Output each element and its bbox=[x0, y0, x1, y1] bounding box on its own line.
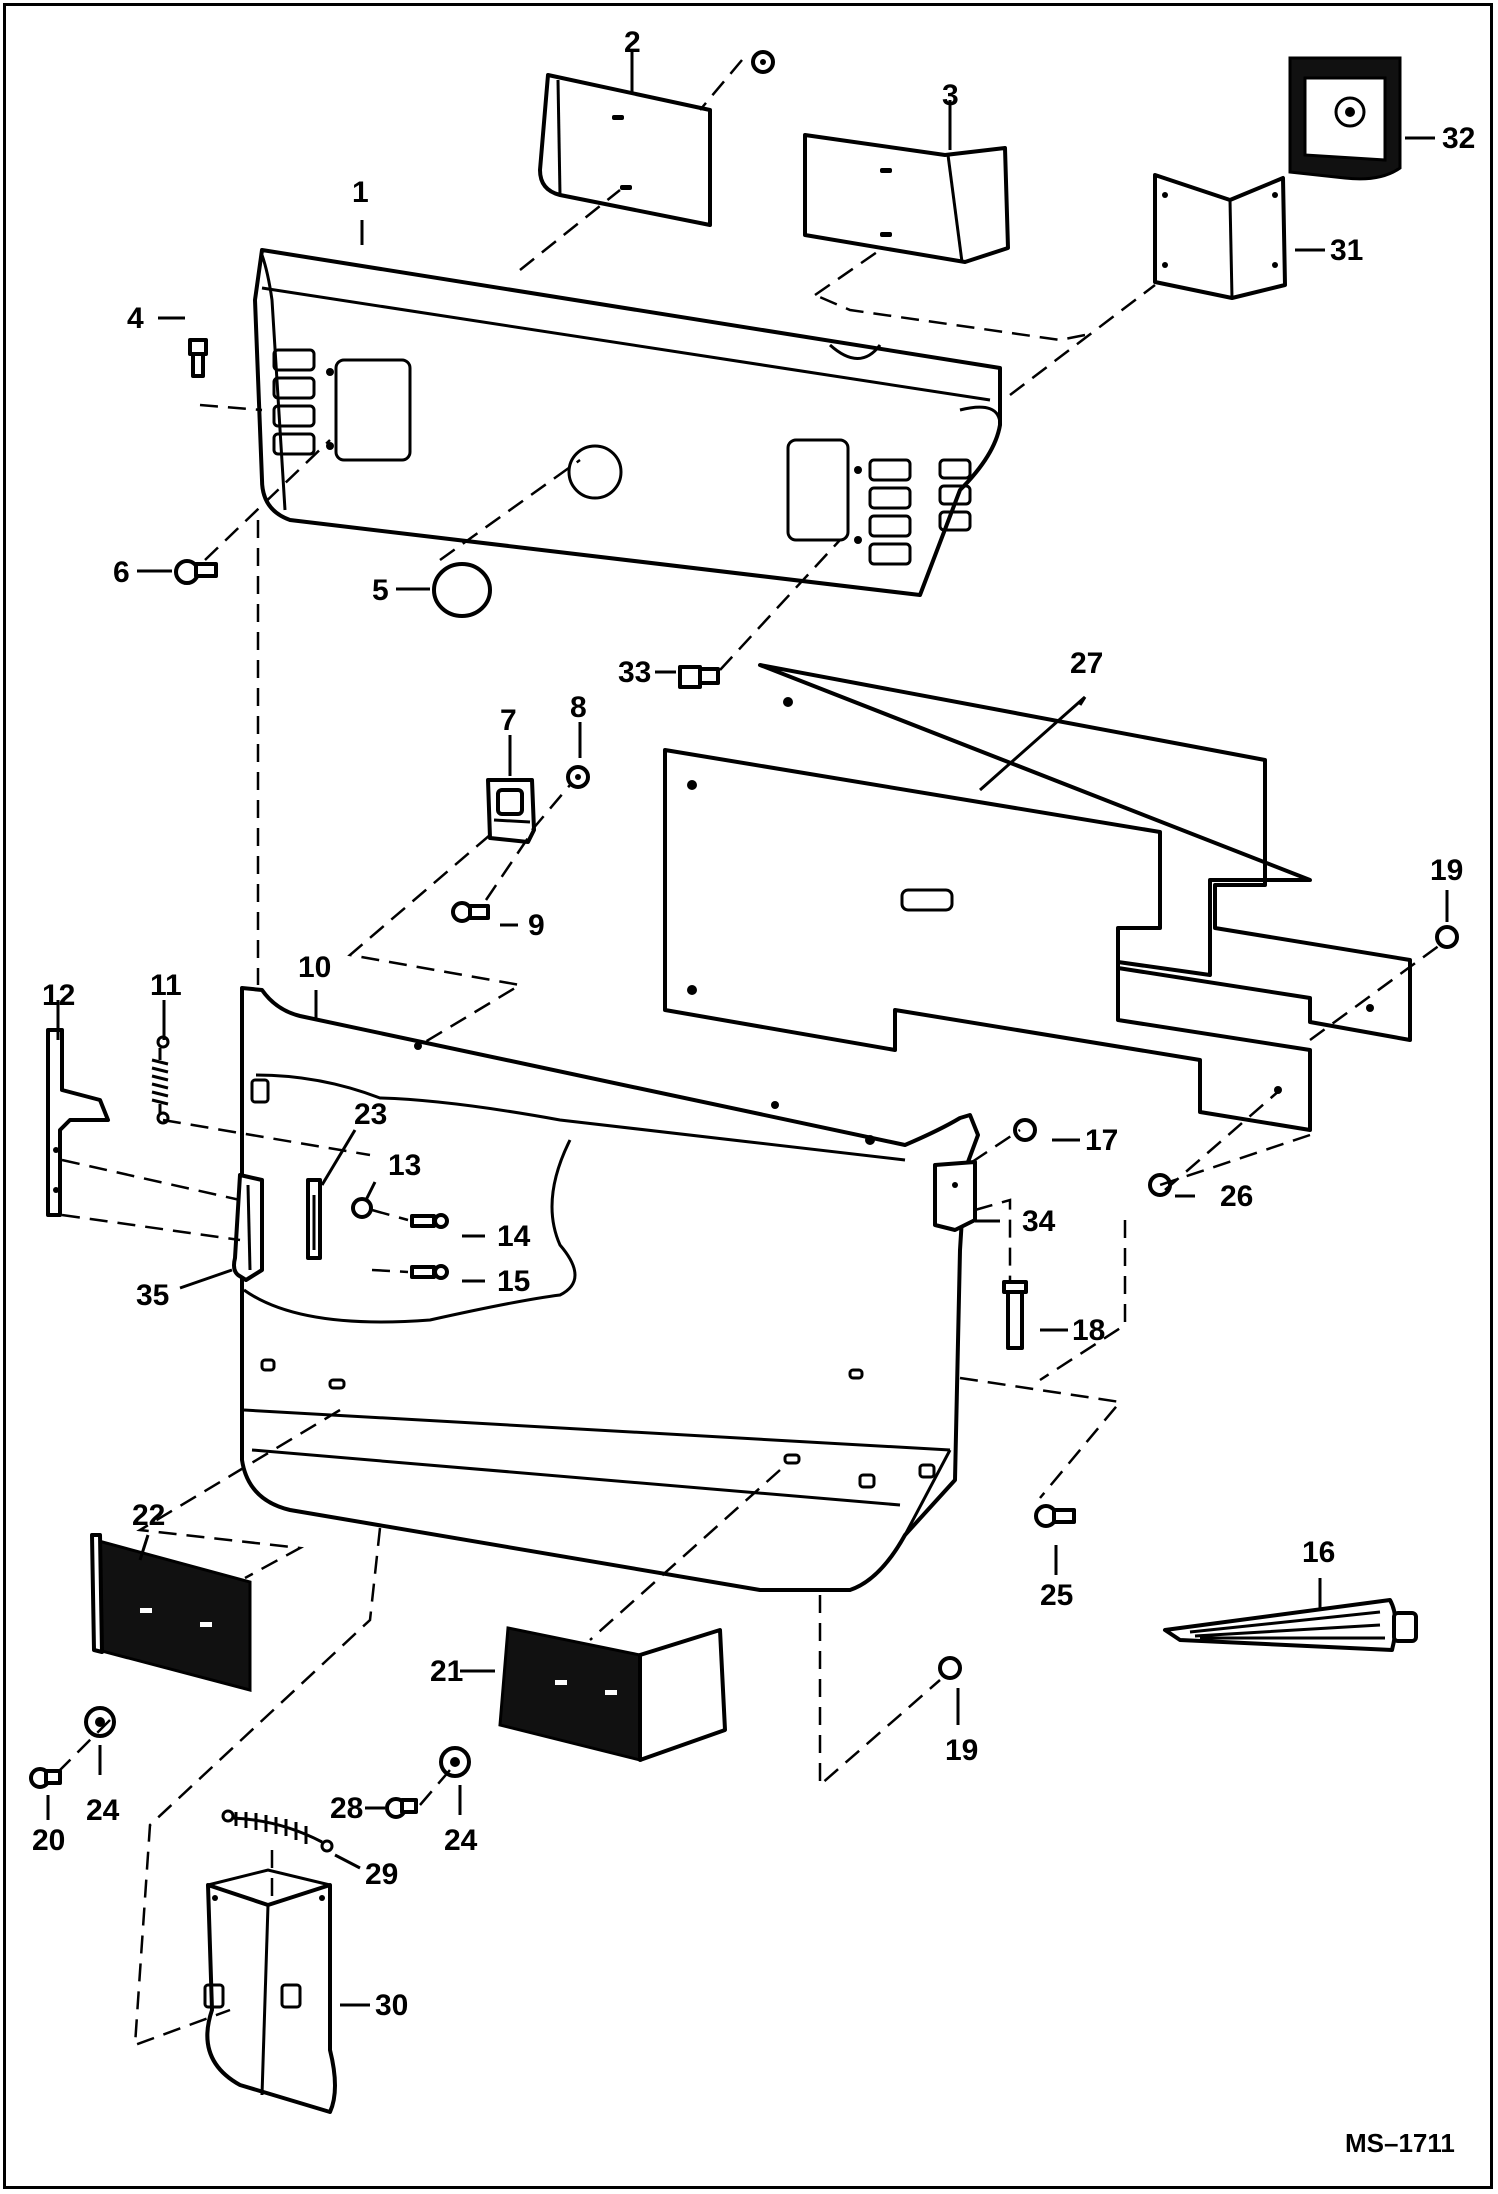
washer-part-13 bbox=[351, 1197, 373, 1219]
callout-5: 5 bbox=[372, 574, 389, 607]
bracket-part-34 bbox=[933, 1160, 977, 1232]
bracket-part-35 bbox=[232, 1173, 264, 1282]
spring-part-29 bbox=[221, 1809, 334, 1853]
callout-29: 29 bbox=[365, 1858, 398, 1891]
callout-labels: 1 2 3 4 5 6 7 8 9 10 11 12 13 14 15 16 1… bbox=[32, 26, 1475, 2158]
bolt-part-6 bbox=[174, 559, 218, 585]
plug-part-5 bbox=[432, 562, 492, 618]
callout-1: 1 bbox=[352, 176, 369, 209]
bolt-part-20 bbox=[29, 1767, 62, 1789]
bolt-part-28 bbox=[385, 1797, 418, 1819]
callout-16: 16 bbox=[1302, 1536, 1335, 1569]
nut-part-19-top bbox=[1435, 925, 1459, 949]
hinge-part-12 bbox=[46, 1028, 110, 1217]
bracket-part-3 bbox=[803, 133, 1010, 264]
plate-part-23 bbox=[306, 1178, 322, 1260]
screw-part-15 bbox=[410, 1264, 449, 1280]
callout-31: 31 bbox=[1330, 234, 1363, 267]
lower-panel-part-10 bbox=[240, 986, 980, 1592]
bolt-part-4 bbox=[188, 338, 208, 378]
callout-9: 9 bbox=[528, 909, 545, 942]
callout-24-left: 24 bbox=[86, 1794, 120, 1827]
callout-22: 22 bbox=[132, 1499, 165, 1532]
callout-34: 34 bbox=[1022, 1205, 1056, 1238]
upper-panel-part-1 bbox=[253, 248, 1002, 597]
washer-part-24-left bbox=[84, 1706, 116, 1738]
callout-24-right: 24 bbox=[444, 1824, 478, 1857]
callout-12: 12 bbox=[42, 979, 75, 1012]
nut-part-19-bottom bbox=[938, 1656, 962, 1680]
callout-7: 7 bbox=[500, 704, 517, 737]
callout-28: 28 bbox=[330, 1792, 363, 1825]
callout-2: 2 bbox=[624, 26, 641, 59]
bolt-part-33 bbox=[678, 665, 720, 689]
pad-part-22 bbox=[90, 1533, 252, 1692]
bracket-part-30 bbox=[203, 1868, 337, 2114]
callout-26: 26 bbox=[1220, 1180, 1253, 1213]
callout-27: 27 bbox=[1070, 647, 1103, 680]
latch-part-7 bbox=[486, 778, 536, 844]
callout-19-top: 19 bbox=[1430, 854, 1463, 887]
callout-18: 18 bbox=[1072, 1314, 1105, 1347]
tube-part-16 bbox=[1163, 1598, 1418, 1652]
callout-21: 21 bbox=[430, 1655, 463, 1688]
leader-lines bbox=[46, 52, 1449, 2007]
callout-33: 33 bbox=[618, 656, 651, 689]
callout-17: 17 bbox=[1085, 1124, 1118, 1157]
callout-23: 23 bbox=[354, 1098, 387, 1131]
screw-part-14 bbox=[410, 1213, 449, 1229]
callout-25: 25 bbox=[1040, 1579, 1073, 1612]
callout-35: 35 bbox=[136, 1279, 169, 1312]
callout-13: 13 bbox=[388, 1149, 421, 1182]
washer-part-24-right bbox=[439, 1746, 471, 1778]
nut-part-8 bbox=[566, 765, 590, 789]
callout-14: 14 bbox=[497, 1220, 531, 1253]
insulation-panel-back bbox=[758, 663, 1412, 1042]
nut-part-26 bbox=[1148, 1173, 1172, 1197]
callout-32: 32 bbox=[1442, 122, 1475, 155]
callout-6: 6 bbox=[113, 556, 130, 589]
callout-15: 15 bbox=[497, 1265, 530, 1298]
callout-19-bottom: 19 bbox=[945, 1734, 978, 1767]
box-part-32 bbox=[1288, 56, 1402, 181]
callout-11: 11 bbox=[150, 969, 182, 1002]
callout-8: 8 bbox=[570, 691, 587, 724]
bolt-part-9 bbox=[451, 901, 490, 923]
bolt-part-25 bbox=[1034, 1504, 1076, 1528]
bolt-part-18 bbox=[1002, 1280, 1028, 1350]
assembly-lines bbox=[59, 59, 1441, 2047]
insulation-panel-front bbox=[663, 748, 1374, 1132]
callout-30: 30 bbox=[375, 1989, 408, 2022]
bracket-part-31 bbox=[1153, 173, 1287, 300]
callout-10: 10 bbox=[298, 951, 331, 984]
callout-20: 20 bbox=[32, 1824, 65, 1857]
callout-3: 3 bbox=[942, 79, 959, 112]
spring-part-11 bbox=[151, 1035, 170, 1125]
diagram-code: MS–1711 bbox=[1345, 2128, 1455, 2158]
bracket-part-2 bbox=[538, 73, 712, 227]
pad-part-21 bbox=[498, 1626, 727, 1762]
nut-top bbox=[751, 50, 775, 74]
callout-4: 4 bbox=[127, 302, 144, 335]
nut-part-17 bbox=[1013, 1118, 1037, 1142]
